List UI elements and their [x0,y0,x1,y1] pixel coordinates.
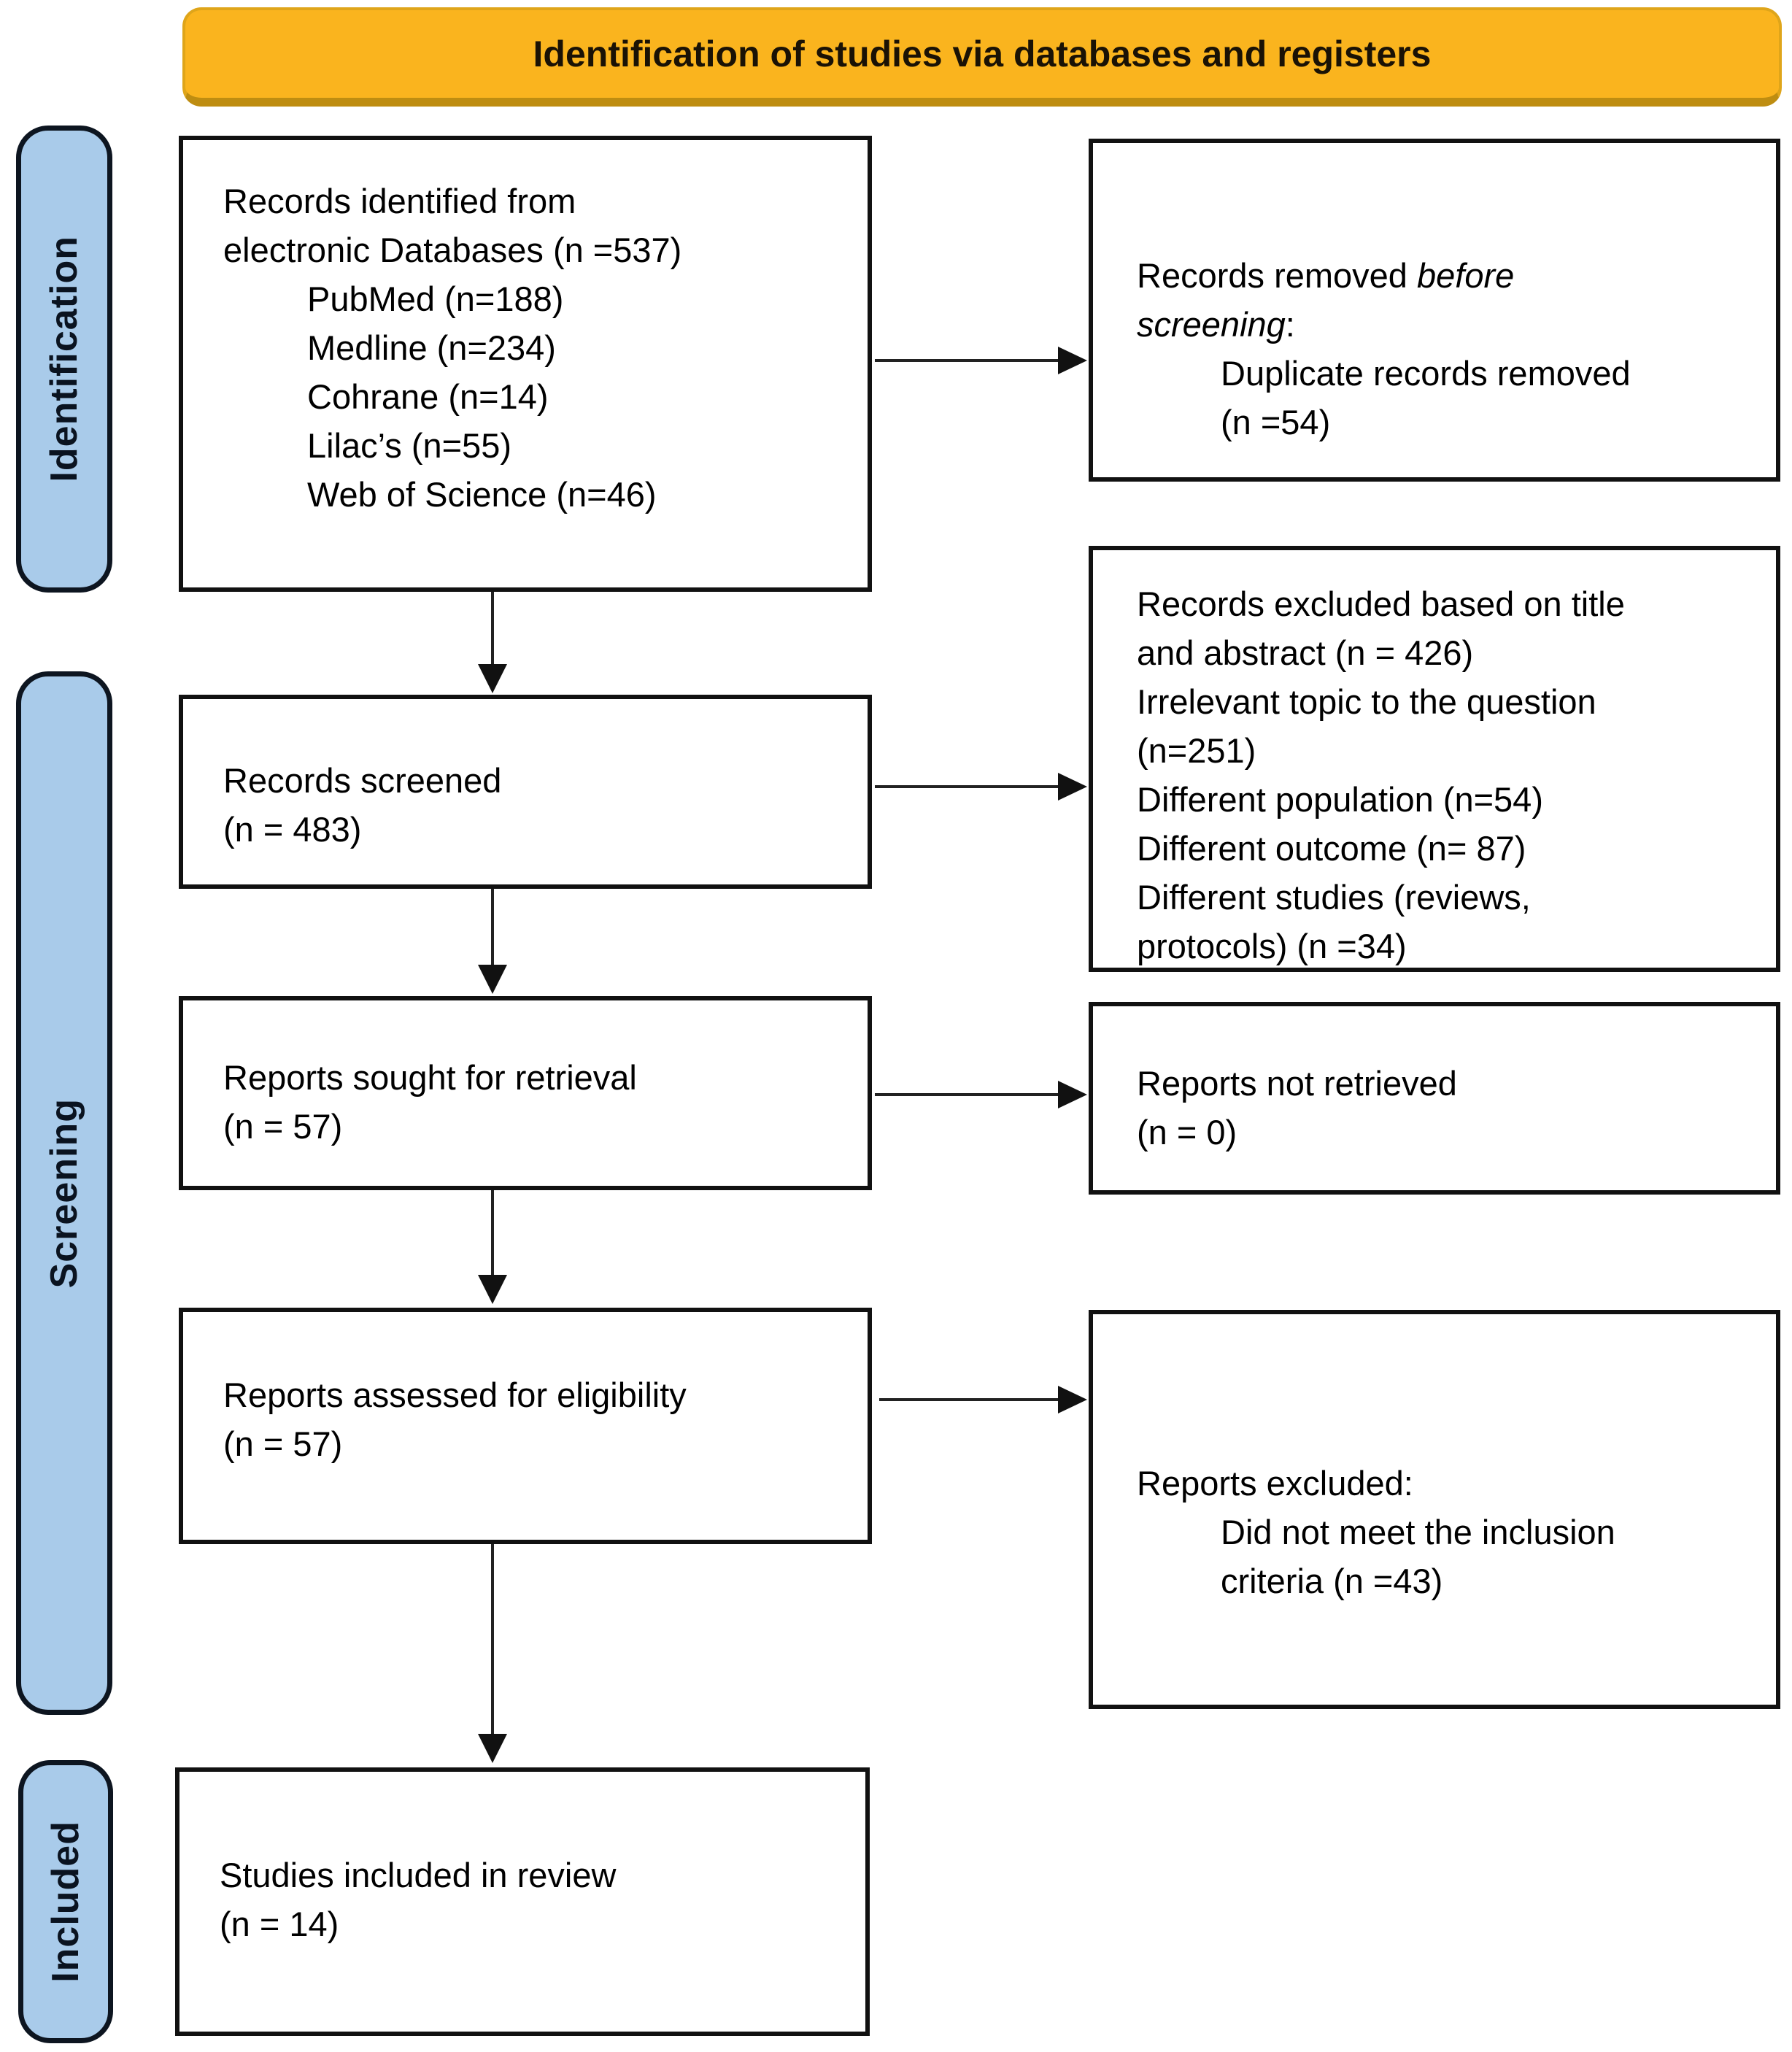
arrow-head-icon [1058,1386,1087,1413]
text-line: (n = 0) [1137,1113,1237,1152]
stage-label-included: Included [18,1760,113,2043]
text-segment: Records removed [1137,256,1417,295]
text-line: screening: [1137,300,1754,349]
arrow-head-icon [1058,347,1087,374]
arrow-head-icon [1058,773,1087,801]
arrow-head-icon [478,664,507,693]
text-line: protocols) (n =34) [1137,927,1407,965]
text-line: Different population (n=54) [1137,780,1543,819]
text-line: (n = 57) [223,1424,343,1463]
text-segment-italic: before [1417,256,1515,295]
text-line: (n = 57) [223,1107,343,1146]
arrow-line [875,359,1059,362]
arrow-head-icon [478,1734,507,1763]
arrow-line [875,1093,1059,1096]
box-reports-excluded: Reports excluded: Did not meet the inclu… [1089,1310,1780,1709]
stage-label-text: Included [45,1821,87,1983]
stage-label-identification: Identification [16,126,112,593]
text-line: Records screened [223,761,502,800]
text-line: Lilac’s (n=55) [307,426,511,465]
arrow-line [491,1190,494,1276]
box-records-identified: Records identified from electronic Datab… [179,136,872,592]
text-line: electronic Databases (n =537) [223,231,682,269]
arrow-line [491,889,494,966]
arrow-line [879,1398,1059,1401]
box-records-excluded: Records excluded based on title and abst… [1089,546,1780,972]
text-line: Studies included in review [220,1856,617,1894]
arrow-line [491,1544,494,1735]
text-line: Duplicate records removed [1221,354,1631,393]
text-line: (n = 14) [220,1905,339,1943]
box-records-screened: Records screened (n = 483) [179,695,872,889]
arrow-head-icon [478,965,507,994]
box-records-removed: Records removed before screening: Duplic… [1089,139,1780,482]
arrow-line [491,592,494,668]
text-line: Web of Science (n=46) [307,475,657,514]
box-reports-assessed: Reports assessed for eligibility (n = 57… [179,1308,872,1544]
text-segment: : [1285,305,1295,344]
box-studies-included: Studies included in review (n = 14) [175,1767,870,2036]
text-line: Reports excluded: [1137,1464,1413,1503]
title-text: Identification of studies via databases … [533,34,1432,74]
text-line: Different studies (reviews, [1137,878,1531,917]
text-line: PubMed (n=188) [307,279,564,318]
text-line: Medline (n=234) [307,328,556,367]
text-line: Different outcome (n= 87) [1137,829,1526,868]
stage-label-text: Screening [43,1098,85,1289]
text-line: Cohrane (n=14) [307,377,549,416]
text-segment-italic: screening [1137,305,1286,344]
text-line: (n = 483) [223,810,362,849]
text-line: Reports not retrieved [1137,1064,1457,1103]
arrow-head-icon [478,1275,507,1304]
text-line: Irrelevant topic to the question [1137,682,1596,721]
text-line: Did not meet the inclusion [1221,1513,1615,1551]
title-banner: Identification of studies via databases … [182,7,1782,107]
box-reports-sought: Reports sought for retrieval (n = 57) [179,996,872,1190]
stage-label-text: Identification [43,236,85,482]
text-line: Records removed before [1137,251,1754,300]
box-reports-not-retrieved: Reports not retrieved (n = 0) [1089,1002,1780,1195]
text-line: and abstract (n = 426) [1137,633,1474,672]
arrow-line [875,785,1059,788]
text-line: Reports sought for retrieval [223,1058,637,1097]
arrow-head-icon [1058,1081,1087,1108]
text-line: Reports assessed for eligibility [223,1376,687,1414]
stage-label-screening: Screening [16,671,112,1715]
text-line: criteria (n =43) [1221,1562,1443,1600]
text-line: (n=251) [1137,731,1256,770]
text-line: Records excluded based on title [1137,585,1625,623]
text-line: (n =54) [1221,403,1331,441]
text-line: Records identified from [223,182,576,220]
